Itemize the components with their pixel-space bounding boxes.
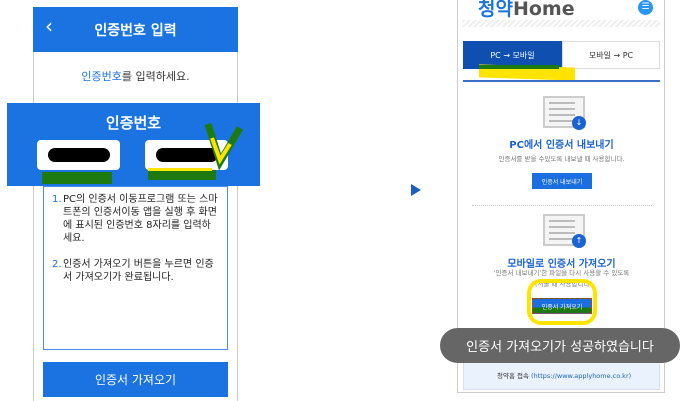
toast-message: 인증서 가져오기가 성공하였습니다	[440, 328, 680, 363]
upload-icon: ↑	[572, 234, 586, 248]
tab-pc-to-mobile[interactable]: PC → 모바일	[463, 41, 562, 69]
export-title: PC에서 인증서 내보내기	[509, 140, 614, 151]
item-text: PC의 인증서 이동프로그램 또는 스마트폰의 인증서이동 앱을 실행 후 화면…	[63, 194, 218, 244]
prompt-rest: 를 입력하세요.	[121, 70, 190, 83]
redaction	[155, 148, 218, 162]
export-button[interactable]: 인증서 내보내기	[532, 173, 592, 189]
back-chevron-icon[interactable]: ‹	[45, 14, 53, 38]
site-link[interactable]: 청약홈 접속 (https://www.applyhome.co.kr)	[497, 370, 631, 380]
item-number: 1.	[52, 194, 62, 205]
prompt-text: 인증번호를 입력하세요.	[33, 68, 238, 84]
download-icon: ↓	[572, 116, 586, 130]
site-url[interactable]: (https://www.applyhome.co.kr)	[531, 372, 632, 380]
yellow-highlight-circle	[527, 279, 597, 325]
import-desc-1: '인증서 내보내기'한 파일을 다시 사용할 수 있도록	[493, 269, 630, 277]
instruction-item: 1.PC의 인증서 이동프로그램 또는 스마트폰의 인증서이동 앱을 실행 후 …	[52, 193, 219, 245]
green-highlight-mark	[42, 172, 112, 184]
prompt-highlight: 인증번호	[81, 70, 122, 83]
menu-icon[interactable]: ☰	[638, 0, 653, 15]
code-input-1[interactable]	[37, 140, 120, 170]
site-label: 청약홈 접속	[497, 372, 529, 380]
yellow-highlight-mark	[148, 168, 212, 171]
code-title: 인증번호	[105, 114, 162, 132]
redaction	[47, 148, 110, 162]
play-arrow-icon	[411, 184, 421, 196]
tab-mobile-to-pc[interactable]: 모바일 → PC	[562, 41, 660, 69]
phone-screen-left	[33, 7, 238, 401]
import-button[interactable]: 인증서 가져오기	[532, 298, 592, 314]
import-title: 모바일로 인증서 가져오기	[507, 259, 616, 270]
logo-mark: 청약	[478, 0, 513, 20]
tab-underline	[463, 80, 660, 82]
export-desc: 인증서를 받을 수있도록 내보낼 때 사용합니다.	[498, 155, 625, 163]
header-bar: 인증번호 입력	[33, 7, 238, 52]
instruction-item: 2.인증서 가져오기 버튼을 누르면 인증서 가져오기가 완료됩니다.	[52, 258, 219, 284]
checkmark-icon	[204, 122, 244, 170]
document-icon	[543, 96, 585, 128]
item-number: 2.	[52, 259, 62, 270]
logo: 청약Home	[478, 0, 575, 21]
import-desc-2: 가져올 때 사용합니다.	[531, 280, 592, 288]
green-highlight-mark	[479, 65, 559, 69]
instruction-box: 1.PC의 인증서 이동프로그램 또는 스마트폰의 인증서이동 앱을 실행 후 …	[43, 186, 228, 350]
logo-text: Home	[512, 0, 575, 20]
divider	[472, 205, 652, 206]
import-certificate-button[interactable]: 인증서 가져오기	[43, 362, 228, 397]
page-title: 인증번호 입력	[94, 22, 177, 39]
item-text: 인증서 가져오기 버튼을 누르면 인증서 가져오기가 완료됩니다.	[63, 259, 214, 283]
green-highlight-mark	[148, 170, 216, 180]
divider	[463, 20, 660, 27]
